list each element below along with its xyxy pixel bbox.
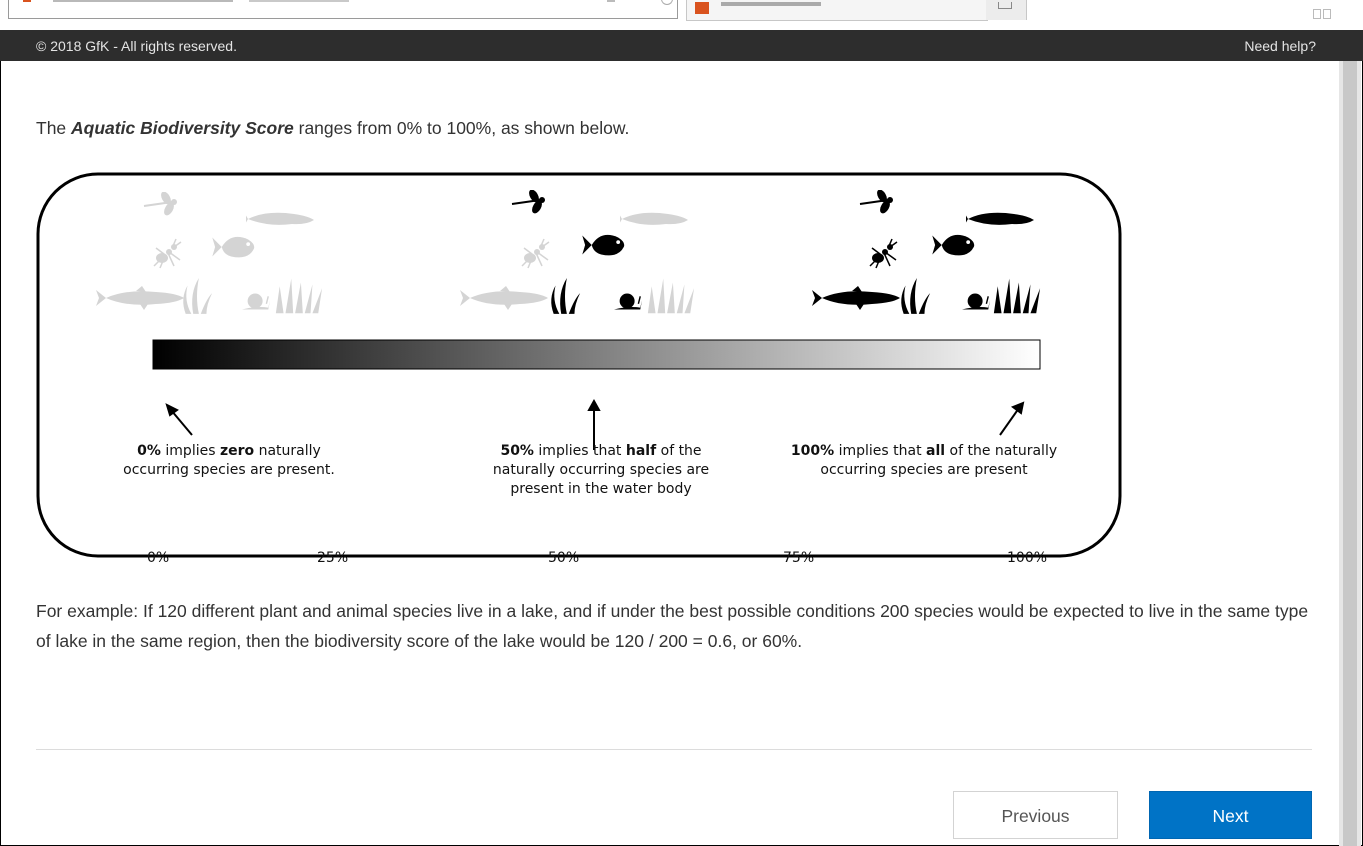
- note-zero-text1: implies: [160, 443, 220, 459]
- address-bar[interactable]: [8, 0, 678, 19]
- new-tab-button[interactable]: [986, 0, 1027, 20]
- ant-icon: [869, 238, 898, 269]
- grass-icon: [993, 278, 1041, 314]
- tropical-fish-icon: [582, 234, 625, 256]
- scale-illustration: [36, 172, 1122, 558]
- arrowhead-half-icon: [587, 398, 601, 411]
- tick-label-0: 0%: [147, 550, 170, 566]
- arrow-full: [999, 407, 1020, 436]
- pike-icon: [96, 286, 184, 310]
- dragonfly-icon: [511, 190, 546, 214]
- tick-label-50: 50%: [548, 550, 580, 566]
- previous-button[interactable]: Previous: [953, 791, 1118, 839]
- note-full-line2: occurring species are present: [820, 462, 1028, 478]
- browser-chrome: [0, 0, 1363, 31]
- divider: [36, 749, 1312, 750]
- fish-icon: [620, 212, 688, 226]
- scrollbar-thumb[interactable]: [1343, 61, 1357, 846]
- ant-icon: [153, 238, 182, 269]
- search-icon[interactable]: [661, 0, 673, 5]
- pike-icon: [812, 286, 900, 310]
- species-group-half: [460, 190, 695, 314]
- seaweed-icon: [551, 278, 581, 314]
- note-half-pct: 50%: [500, 443, 534, 459]
- tick-label-100: 100%: [1007, 550, 1048, 566]
- seaweed-icon: [901, 278, 931, 314]
- next-button[interactable]: Next: [1149, 791, 1312, 839]
- address-text: [53, 0, 233, 2]
- note-half-word: half: [625, 443, 657, 459]
- note-half: 50% implies that half of the naturally o…: [436, 442, 766, 499]
- figure-border: [36, 172, 1122, 558]
- maximize-icon[interactable]: [1323, 9, 1331, 19]
- species-group-zero: [96, 192, 323, 314]
- intro-suffix: ranges from 0% to 100%, as shown below.: [293, 118, 630, 138]
- fish-icon: [966, 212, 1034, 226]
- window-controls[interactable]: [1313, 6, 1353, 19]
- arrowhead-zero-icon: [165, 403, 179, 417]
- note-full-text2: of the naturally: [945, 443, 1058, 459]
- snail-icon: [242, 292, 271, 311]
- dragonfly-icon: [859, 190, 894, 214]
- arrowhead-full-icon: [1010, 401, 1025, 415]
- scrollbar[interactable]: [1339, 61, 1361, 846]
- restore-icon[interactable]: [1313, 9, 1321, 19]
- address-text-tail: [249, 0, 349, 2]
- note-zero-text2: naturally: [254, 443, 321, 459]
- note-half-line2: naturally occurring species are: [492, 462, 710, 478]
- tab-favicon-icon: [695, 2, 709, 14]
- intro-prefix: The: [36, 118, 72, 138]
- note-full-pct: 100%: [790, 443, 835, 459]
- snail-icon: [614, 292, 643, 311]
- pointer-arrows: [165, 398, 1025, 450]
- biodiversity-scale-figure: 0% 25% 50% 75% 100% 0% implies zero natu…: [36, 172, 1122, 566]
- dragonfly-icon: [143, 192, 178, 216]
- intro-term: Aquatic Biodiversity Score: [71, 118, 294, 138]
- copyright-text: © 2018 GfK - All rights reserved.: [36, 38, 237, 54]
- note-half-text1: implies that: [533, 443, 626, 459]
- tick-label-25: 25%: [317, 550, 349, 566]
- fish-icon: [246, 212, 314, 226]
- note-half-text2: of the: [656, 443, 702, 459]
- intro-text: The Aquatic Biodiversity Score ranges fr…: [36, 118, 629, 139]
- note-zero-pct: 0%: [137, 443, 161, 459]
- dropdown-icon[interactable]: [607, 0, 615, 2]
- seaweed-icon: [183, 278, 213, 314]
- grass-icon: [275, 278, 323, 314]
- tick-label-75: 75%: [783, 550, 815, 566]
- arrow-zero: [170, 409, 193, 436]
- note-full-word: all: [926, 443, 946, 459]
- tropical-fish-icon: [212, 236, 255, 258]
- snail-icon: [962, 292, 991, 311]
- note-zero: 0% implies zero naturally occurring spec…: [94, 442, 364, 480]
- ant-icon: [521, 238, 550, 269]
- note-zero-line2: occurring species are present.: [123, 462, 335, 478]
- species-group-all: [812, 190, 1041, 314]
- site-icon: [23, 0, 31, 2]
- tab-title: [721, 2, 821, 6]
- gradient-scale-bar: [152, 339, 1041, 370]
- note-full: 100% implies that all of the naturally o…: [754, 442, 1094, 480]
- new-tab-icon: [998, 2, 1012, 9]
- grass-icon: [647, 278, 695, 314]
- example-text: For example: If 120 different plant and …: [36, 601, 1309, 651]
- survey-header-bar: © 2018 GfK - All rights reserved. Need h…: [0, 30, 1363, 61]
- note-full-text1: implies that: [834, 443, 927, 459]
- pike-icon: [460, 286, 548, 310]
- tropical-fish-icon: [932, 234, 975, 256]
- need-help-link[interactable]: Need help?: [1244, 38, 1316, 54]
- note-zero-word: zero: [219, 443, 255, 459]
- browser-tab[interactable]: [686, 0, 988, 21]
- note-half-line3: present in the water body: [510, 481, 692, 497]
